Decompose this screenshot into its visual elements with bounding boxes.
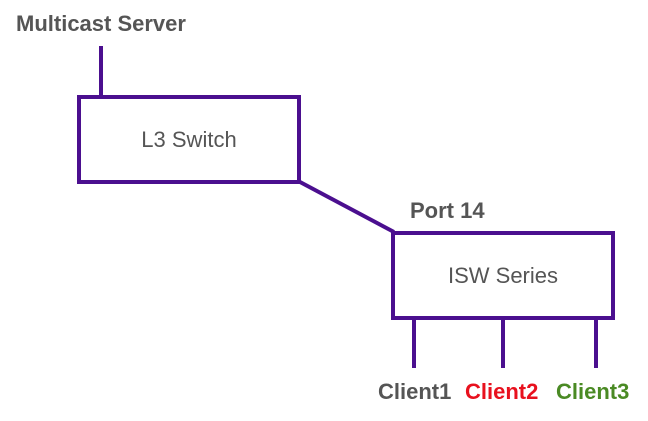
client1-label: Client1: [378, 379, 452, 404]
multicast-server-label: Multicast Server: [16, 11, 186, 36]
client3-label: Client3: [556, 379, 630, 404]
l3-switch-label: L3 Switch: [141, 126, 237, 152]
client2-label: Client2: [465, 379, 539, 404]
port-label: Port 14: [410, 198, 485, 223]
isw-series-node: ISW Series: [391, 231, 615, 320]
l3-switch-node: L3 Switch: [77, 95, 301, 184]
l3-to-isw-link: [299, 180, 395, 234]
isw-series-label: ISW Series: [447, 262, 559, 288]
